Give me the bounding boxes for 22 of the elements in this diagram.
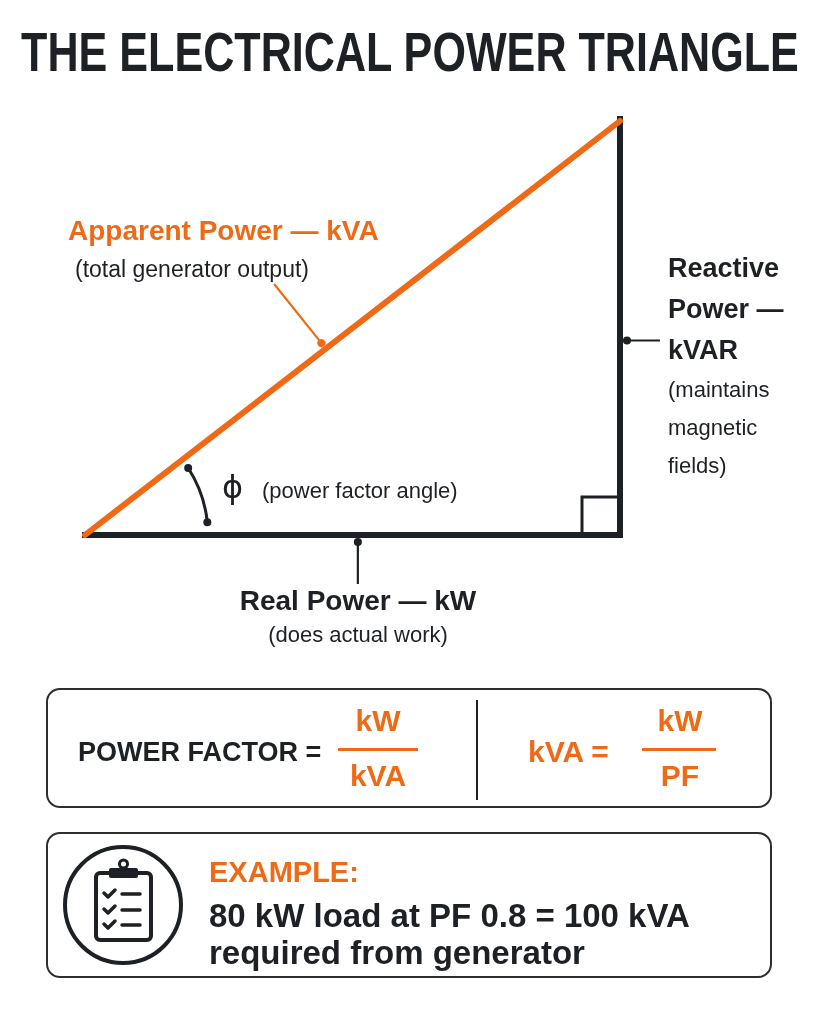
side-label: Real Power — kW [238, 584, 478, 618]
angle-label: (power factor angle) [262, 477, 458, 505]
side-label: Apparent Power — kVA [68, 214, 379, 248]
leader-line [353, 537, 362, 584]
formula-panel [46, 688, 772, 808]
side-description: (maintains magnetic fields) [668, 376, 771, 480]
phi-symbol: ϕ [222, 468, 244, 506]
leader-line [622, 336, 660, 345]
side-label: Reactive Power — kVAR [668, 252, 785, 367]
formula-text: kVA = [528, 735, 609, 769]
leader-line [273, 283, 326, 348]
example-panel [46, 832, 772, 978]
fraction-denominator: kVA [348, 759, 408, 793]
example-text: 80 kW load at PF 0.8 = 100 kVA required from generator [209, 897, 690, 971]
example-heading: EXAMPLE: [209, 855, 359, 889]
side-description: (total generator output) [75, 255, 310, 284]
formula-text: POWER FACTOR = [78, 736, 322, 769]
fraction-denominator: PF [659, 759, 701, 793]
side-description: (does actual work) [267, 621, 449, 649]
title: THE ELECTRICAL POWER TRIANGLE [20, 24, 799, 80]
fraction-numerator: kW [656, 704, 704, 738]
fraction-numerator: kW [354, 704, 402, 738]
